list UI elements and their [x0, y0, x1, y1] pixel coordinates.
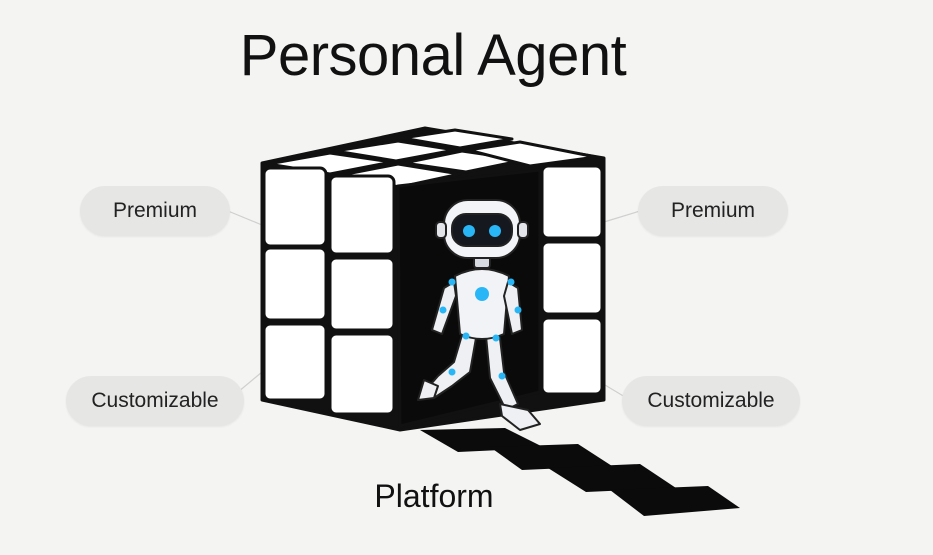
side-tile	[540, 164, 604, 240]
label-left-customizable: Customizable	[66, 376, 244, 426]
front-tile	[328, 256, 396, 332]
platform-label: Platform	[374, 478, 494, 514]
robot-foot-left	[417, 379, 439, 401]
connector-left-customizable	[237, 371, 263, 393]
floor-path	[420, 428, 740, 516]
connector-lines	[227, 210, 641, 398]
floor-step-2	[490, 444, 612, 470]
robot-chest-light	[475, 287, 489, 301]
robot-icon	[417, 199, 541, 431]
side-tile	[540, 240, 604, 316]
robot-joint-knee-left	[448, 368, 456, 376]
robot-joint-elbow-left	[439, 306, 447, 314]
robot-ear-left	[435, 221, 447, 239]
top-tile	[466, 140, 598, 168]
robot-eye-left	[463, 225, 475, 237]
page-title: Personal Agent	[239, 23, 627, 88]
robot-torso	[454, 268, 510, 340]
robot-eye-right	[489, 225, 501, 237]
connector-right-premium	[603, 210, 641, 223]
robot-joint-shoulder-left	[448, 278, 456, 286]
side-tile	[540, 316, 604, 396]
robot-joint-hip-right	[492, 334, 500, 342]
floor-step-4	[610, 486, 740, 516]
robot-joint-hip-left	[462, 332, 470, 340]
front-tile	[262, 166, 328, 248]
robot-visor	[451, 213, 513, 247]
floor-step-3	[548, 464, 676, 492]
robot-joint-knee-right	[498, 372, 506, 380]
label-left-premium: Premium	[80, 186, 230, 236]
floor-step-1	[420, 428, 545, 452]
connector-left-premium	[227, 210, 263, 226]
top-tile	[400, 128, 514, 150]
robot-joint-shoulder-right	[507, 278, 515, 286]
robot-foot-right	[499, 403, 541, 431]
front-tile	[328, 332, 396, 416]
label-right-customizable: Customizable	[622, 376, 800, 426]
front-tile	[328, 174, 396, 256]
robot-joint-elbow-right	[514, 306, 522, 314]
label-right-premium: Premium	[638, 186, 788, 236]
robot-arm-right	[503, 281, 523, 335]
robot-ear-right	[517, 221, 529, 239]
top-tile	[333, 139, 457, 163]
front-tile	[262, 322, 328, 402]
front-tile	[262, 246, 328, 322]
